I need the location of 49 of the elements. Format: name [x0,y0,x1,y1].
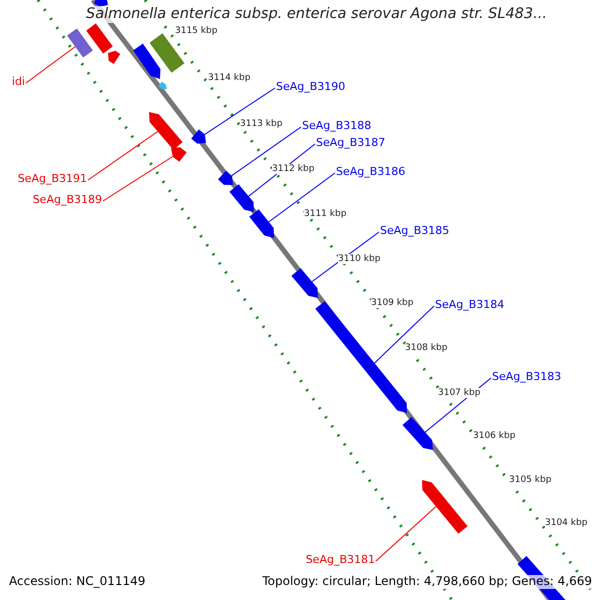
gene-label: idi [12,76,25,89]
gene-block [67,28,93,58]
tick-label: 3109 kbp [371,298,414,308]
tick-label: 3106 kbp [473,431,516,442]
tick-label: 3104 kbp [545,518,588,528]
gene-label: SeAg_B3184 [435,299,504,312]
gene-block [149,112,183,150]
accession-text: Accession: NC_011149 [9,575,146,589]
tick-label: 3107 kbp [438,388,480,398]
gene-block [218,170,233,185]
gene-block [291,268,318,298]
gene-label: SeAg_B3189 [32,194,102,207]
leader-line [26,46,76,84]
gene-block [249,209,274,238]
gene-block [133,44,160,79]
gene-block [402,417,433,450]
genome-stats-text: Topology: circular; Length: 4,798,660 bp; Genes: 4,669 [262,575,592,589]
leader-line [376,506,436,562]
tick-label: 3112 kbp [272,164,314,174]
gene-block [158,82,167,90]
gene-label: SeAg_B3186 [336,166,406,179]
leader-line [204,88,276,135]
gene-block [86,23,113,54]
tick-label: 3105 kbp [509,475,552,486]
leader-line [88,131,158,180]
gene-block [229,184,254,212]
gene-label: SeAg_B3185 [380,225,450,238]
tick-label: 3115 kbp [175,26,218,36]
gene-label: SeAg_B3190 [276,81,346,94]
leader-line [102,156,174,202]
tick-label: 3108 kbp [405,343,448,354]
title: Salmonella enterica subsp. enterica serovar Agona str. SL483... [86,6,547,23]
leader-line [374,306,434,364]
leader-line [268,172,336,222]
gene-block [191,129,206,144]
gene-block [108,50,120,64]
gene-label: SeAg_B3181 [306,554,375,567]
gene-block [171,147,187,162]
gene-label: SeAg_B3187 [316,137,386,150]
tick-label: 3111 kbp [304,209,346,220]
tick-label: 3113 kbp [240,119,282,130]
gene-block [422,480,468,534]
gene-label: SeAg_B3188 [302,120,372,133]
leader-line [231,126,302,176]
gene-label: SeAg_B3191 [18,173,87,186]
tick-label: 3114 kbp [208,73,250,84]
gene-block [150,33,184,73]
gene-label: SeAg_B3183 [492,371,562,384]
tick-label: 3110 kbp [338,254,380,264]
